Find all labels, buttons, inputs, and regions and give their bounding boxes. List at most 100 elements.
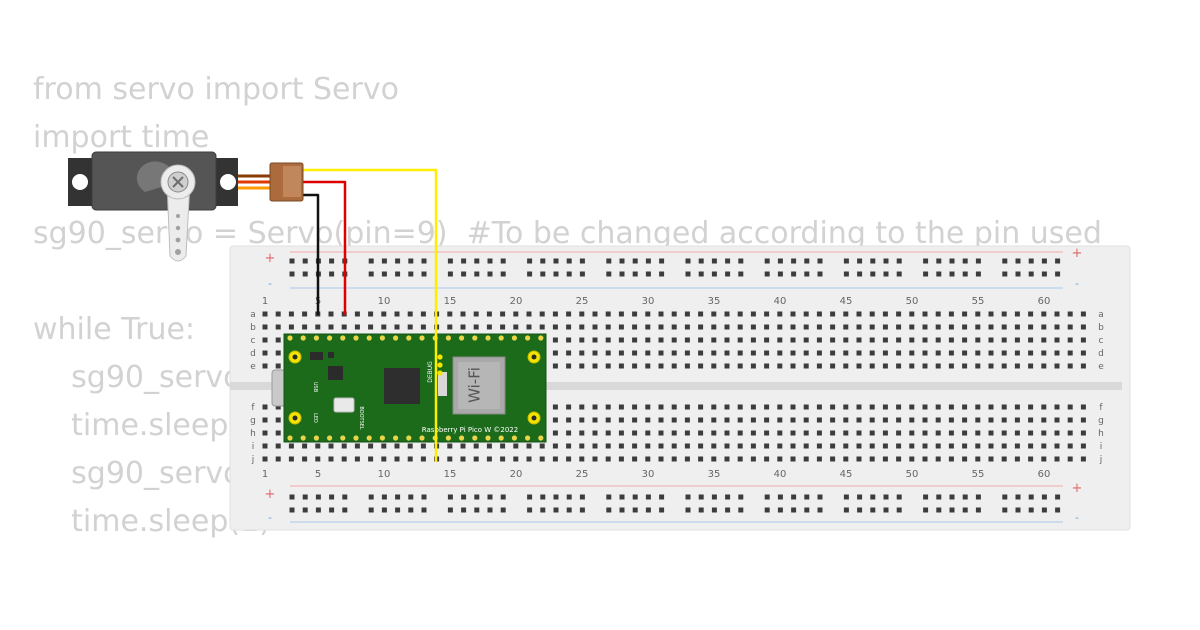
- breadboard-hole[interactable]: [566, 443, 572, 449]
- breadboard-hole[interactable]: [843, 324, 849, 330]
- breadboard-hole[interactable]: [896, 430, 902, 436]
- breadboard-hole[interactable]: [1054, 324, 1060, 330]
- breadboard-hole[interactable]: [671, 324, 677, 330]
- breadboard-hole[interactable]: [421, 258, 427, 264]
- breadboard-hole[interactable]: [909, 350, 915, 356]
- breadboard-hole[interactable]: [394, 311, 400, 317]
- breadboard-hole[interactable]: [724, 350, 730, 356]
- breadboard-hole[interactable]: [460, 456, 466, 462]
- breadboard-hole[interactable]: [843, 494, 849, 500]
- breadboard-hole[interactable]: [579, 404, 585, 410]
- breadboard-hole[interactable]: [975, 311, 981, 317]
- breadboard-hole[interactable]: [1028, 404, 1034, 410]
- breadboard-hole[interactable]: [922, 417, 928, 423]
- breadboard-hole[interactable]: [579, 456, 585, 462]
- breadboard-hole[interactable]: [922, 324, 928, 330]
- breadboard-hole[interactable]: [302, 507, 308, 513]
- breadboard-hole[interactable]: [618, 350, 624, 356]
- breadboard-hole[interactable]: [579, 494, 585, 500]
- breadboard-hole[interactable]: [737, 350, 743, 356]
- breadboard-hole[interactable]: [777, 443, 783, 449]
- breadboard-hole[interactable]: [1041, 404, 1047, 410]
- breadboard-hole[interactable]: [605, 311, 611, 317]
- breadboard-hole[interactable]: [750, 417, 756, 423]
- breadboard-hole[interactable]: [737, 311, 743, 317]
- breadboard-hole[interactable]: [1014, 324, 1020, 330]
- breadboard-hole[interactable]: [817, 494, 823, 500]
- breadboard-hole[interactable]: [724, 363, 730, 369]
- breadboard-hole[interactable]: [856, 417, 862, 423]
- breadboard-hole[interactable]: [988, 311, 994, 317]
- breadboard-hole[interactable]: [341, 443, 347, 449]
- breadboard-hole[interactable]: [975, 337, 981, 343]
- breadboard-hole[interactable]: [1067, 350, 1073, 356]
- breadboard-hole[interactable]: [882, 324, 888, 330]
- breadboard-hole[interactable]: [474, 507, 480, 513]
- breadboard-hole[interactable]: [923, 271, 929, 277]
- breadboard-hole[interactable]: [579, 443, 585, 449]
- breadboard-hole[interactable]: [777, 507, 783, 513]
- breadboard-hole[interactable]: [817, 258, 823, 264]
- breadboard-hole[interactable]: [632, 337, 638, 343]
- breadboard-hole[interactable]: [302, 456, 308, 462]
- sg90-servo[interactable]: [68, 151, 304, 262]
- breadboard-hole[interactable]: [803, 324, 809, 330]
- breadboard-hole[interactable]: [1028, 443, 1034, 449]
- breadboard-hole[interactable]: [1028, 311, 1034, 317]
- breadboard-hole[interactable]: [671, 311, 677, 317]
- breadboard-hole[interactable]: [1028, 363, 1034, 369]
- breadboard-hole[interactable]: [460, 324, 466, 330]
- breadboard-hole[interactable]: [1001, 337, 1007, 343]
- breadboard-hole[interactable]: [777, 404, 783, 410]
- breadboard-hole[interactable]: [526, 456, 532, 462]
- breadboard-hole[interactable]: [830, 324, 836, 330]
- breadboard-hole[interactable]: [659, 258, 665, 264]
- breadboard-hole[interactable]: [975, 258, 981, 264]
- breadboard-hole[interactable]: [315, 507, 321, 513]
- breadboard-hole[interactable]: [724, 324, 730, 330]
- breadboard-hole[interactable]: [882, 337, 888, 343]
- breadboard-hole[interactable]: [1080, 443, 1086, 449]
- breadboard-hole[interactable]: [843, 430, 849, 436]
- breadboard-hole[interactable]: [645, 271, 651, 277]
- breadboard-hole[interactable]: [1014, 337, 1020, 343]
- breadboard-hole[interactable]: [540, 258, 546, 264]
- breadboard-hole[interactable]: [843, 404, 849, 410]
- breadboard-hole[interactable]: [725, 271, 731, 277]
- breadboard-hole[interactable]: [1028, 324, 1034, 330]
- breadboard-hole[interactable]: [618, 324, 624, 330]
- breadboard-hole[interactable]: [882, 443, 888, 449]
- breadboard-hole[interactable]: [420, 456, 426, 462]
- breadboard-hole[interactable]: [711, 417, 717, 423]
- breadboard-hole[interactable]: [658, 363, 664, 369]
- breadboard-hole[interactable]: [962, 494, 968, 500]
- breadboard-hole[interactable]: [566, 337, 572, 343]
- breadboard-hole[interactable]: [962, 363, 968, 369]
- breadboard-hole[interactable]: [750, 443, 756, 449]
- breadboard-hole[interactable]: [843, 417, 849, 423]
- breadboard-hole[interactable]: [659, 271, 665, 277]
- breadboard-hole[interactable]: [473, 443, 479, 449]
- breadboard-hole[interactable]: [407, 443, 413, 449]
- breadboard-hole[interactable]: [830, 456, 836, 462]
- breadboard-hole[interactable]: [1067, 311, 1073, 317]
- breadboard-hole[interactable]: [1055, 271, 1061, 277]
- breadboard-hole[interactable]: [566, 507, 572, 513]
- breadboard-hole[interactable]: [262, 363, 268, 369]
- breadboard-hole[interactable]: [275, 430, 281, 436]
- breadboard-hole[interactable]: [698, 271, 704, 277]
- breadboard-hole[interactable]: [1001, 324, 1007, 330]
- breadboard-hole[interactable]: [922, 404, 928, 410]
- breadboard-hole[interactable]: [750, 311, 756, 317]
- breadboard-hole[interactable]: [962, 456, 968, 462]
- breadboard-hole[interactable]: [526, 324, 532, 330]
- breadboard-hole[interactable]: [725, 507, 731, 513]
- breadboard-hole[interactable]: [566, 258, 572, 264]
- breadboard-hole[interactable]: [1067, 430, 1073, 436]
- breadboard-hole[interactable]: [1028, 430, 1034, 436]
- breadboard-hole[interactable]: [1054, 443, 1060, 449]
- breadboard-hole[interactable]: [816, 404, 822, 410]
- breadboard-hole[interactable]: [856, 430, 862, 436]
- breadboard-hole[interactable]: [830, 417, 836, 423]
- breadboard-hole[interactable]: [948, 337, 954, 343]
